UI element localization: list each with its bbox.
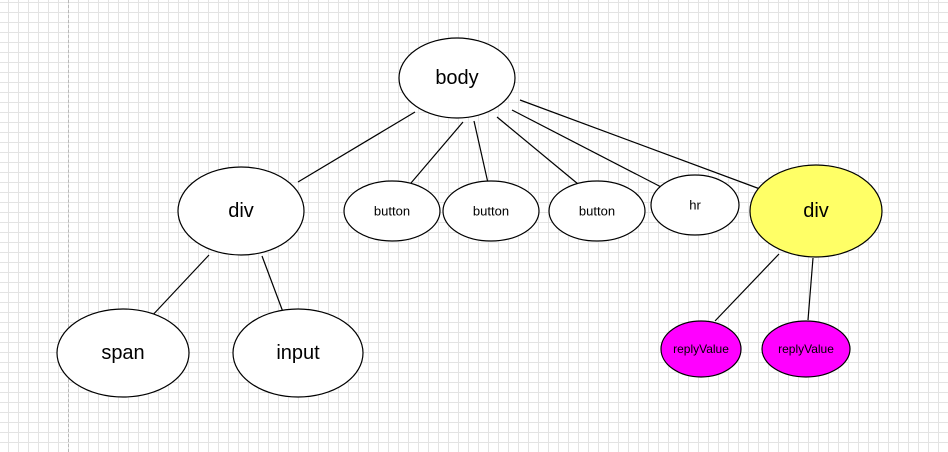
node-input: input [232,308,364,398]
node-button-3-label: button [579,204,615,219]
node-replyvalue-0-label: replyValue [673,342,729,356]
edge-body-to-child-2 [473,120,489,184]
node-input-label: input [276,342,320,364]
node-replyvalue-1-shape [761,320,851,378]
node-body-shape [398,37,516,119]
node-body: body [398,37,516,119]
node-body-label: body [435,67,478,89]
edge-highlighted-div-to-child-0 [714,253,780,322]
edge-body-to-child-1 [410,121,464,184]
node-replyvalue-0-shape [660,320,742,378]
node-button-2-label: button [473,204,509,219]
node-span-shape [56,308,190,398]
node-button-3-shape [548,180,646,242]
node-button-2-shape [442,180,540,242]
node-div-0-shape [177,166,305,256]
node-div-5-shape [749,164,883,258]
node-hr-4: hr [650,174,740,236]
node-hr-4-shape [650,174,740,236]
node-replyvalue-1-label: replyValue [778,342,834,356]
node-button-1: button [343,180,441,242]
dashed-guide-line [68,0,69,452]
node-button-3: button [548,180,646,242]
node-replyvalue-1: replyValue [761,320,851,378]
node-button-1-shape [343,180,441,242]
node-span: span [56,308,190,398]
node-span-label: span [101,342,144,364]
node-div-0: div [177,166,305,256]
node-input-shape [232,308,364,398]
node-replyvalue-0: replyValue [660,320,742,378]
edge-div-to-child-0 [148,254,210,320]
node-hr-4-label: hr [689,198,701,213]
edge-body-to-child-5 [519,99,761,190]
edge-body-to-child-4 [511,109,666,190]
edge-highlighted-div-to-child-1 [807,257,814,321]
edge-body-to-child-0 [297,111,416,183]
edge-div-to-child-1 [261,255,284,313]
node-button-1-label: button [374,204,410,219]
nodes-layer: body div button button button hr div span input r… [56,37,883,398]
node-div-5-label: div [803,200,829,222]
node-div-0-label: div [228,200,254,222]
edge-body-to-child-3 [496,116,579,185]
node-div-5: div [749,164,883,258]
node-button-2: button [442,180,540,242]
edges-layer [148,99,814,322]
